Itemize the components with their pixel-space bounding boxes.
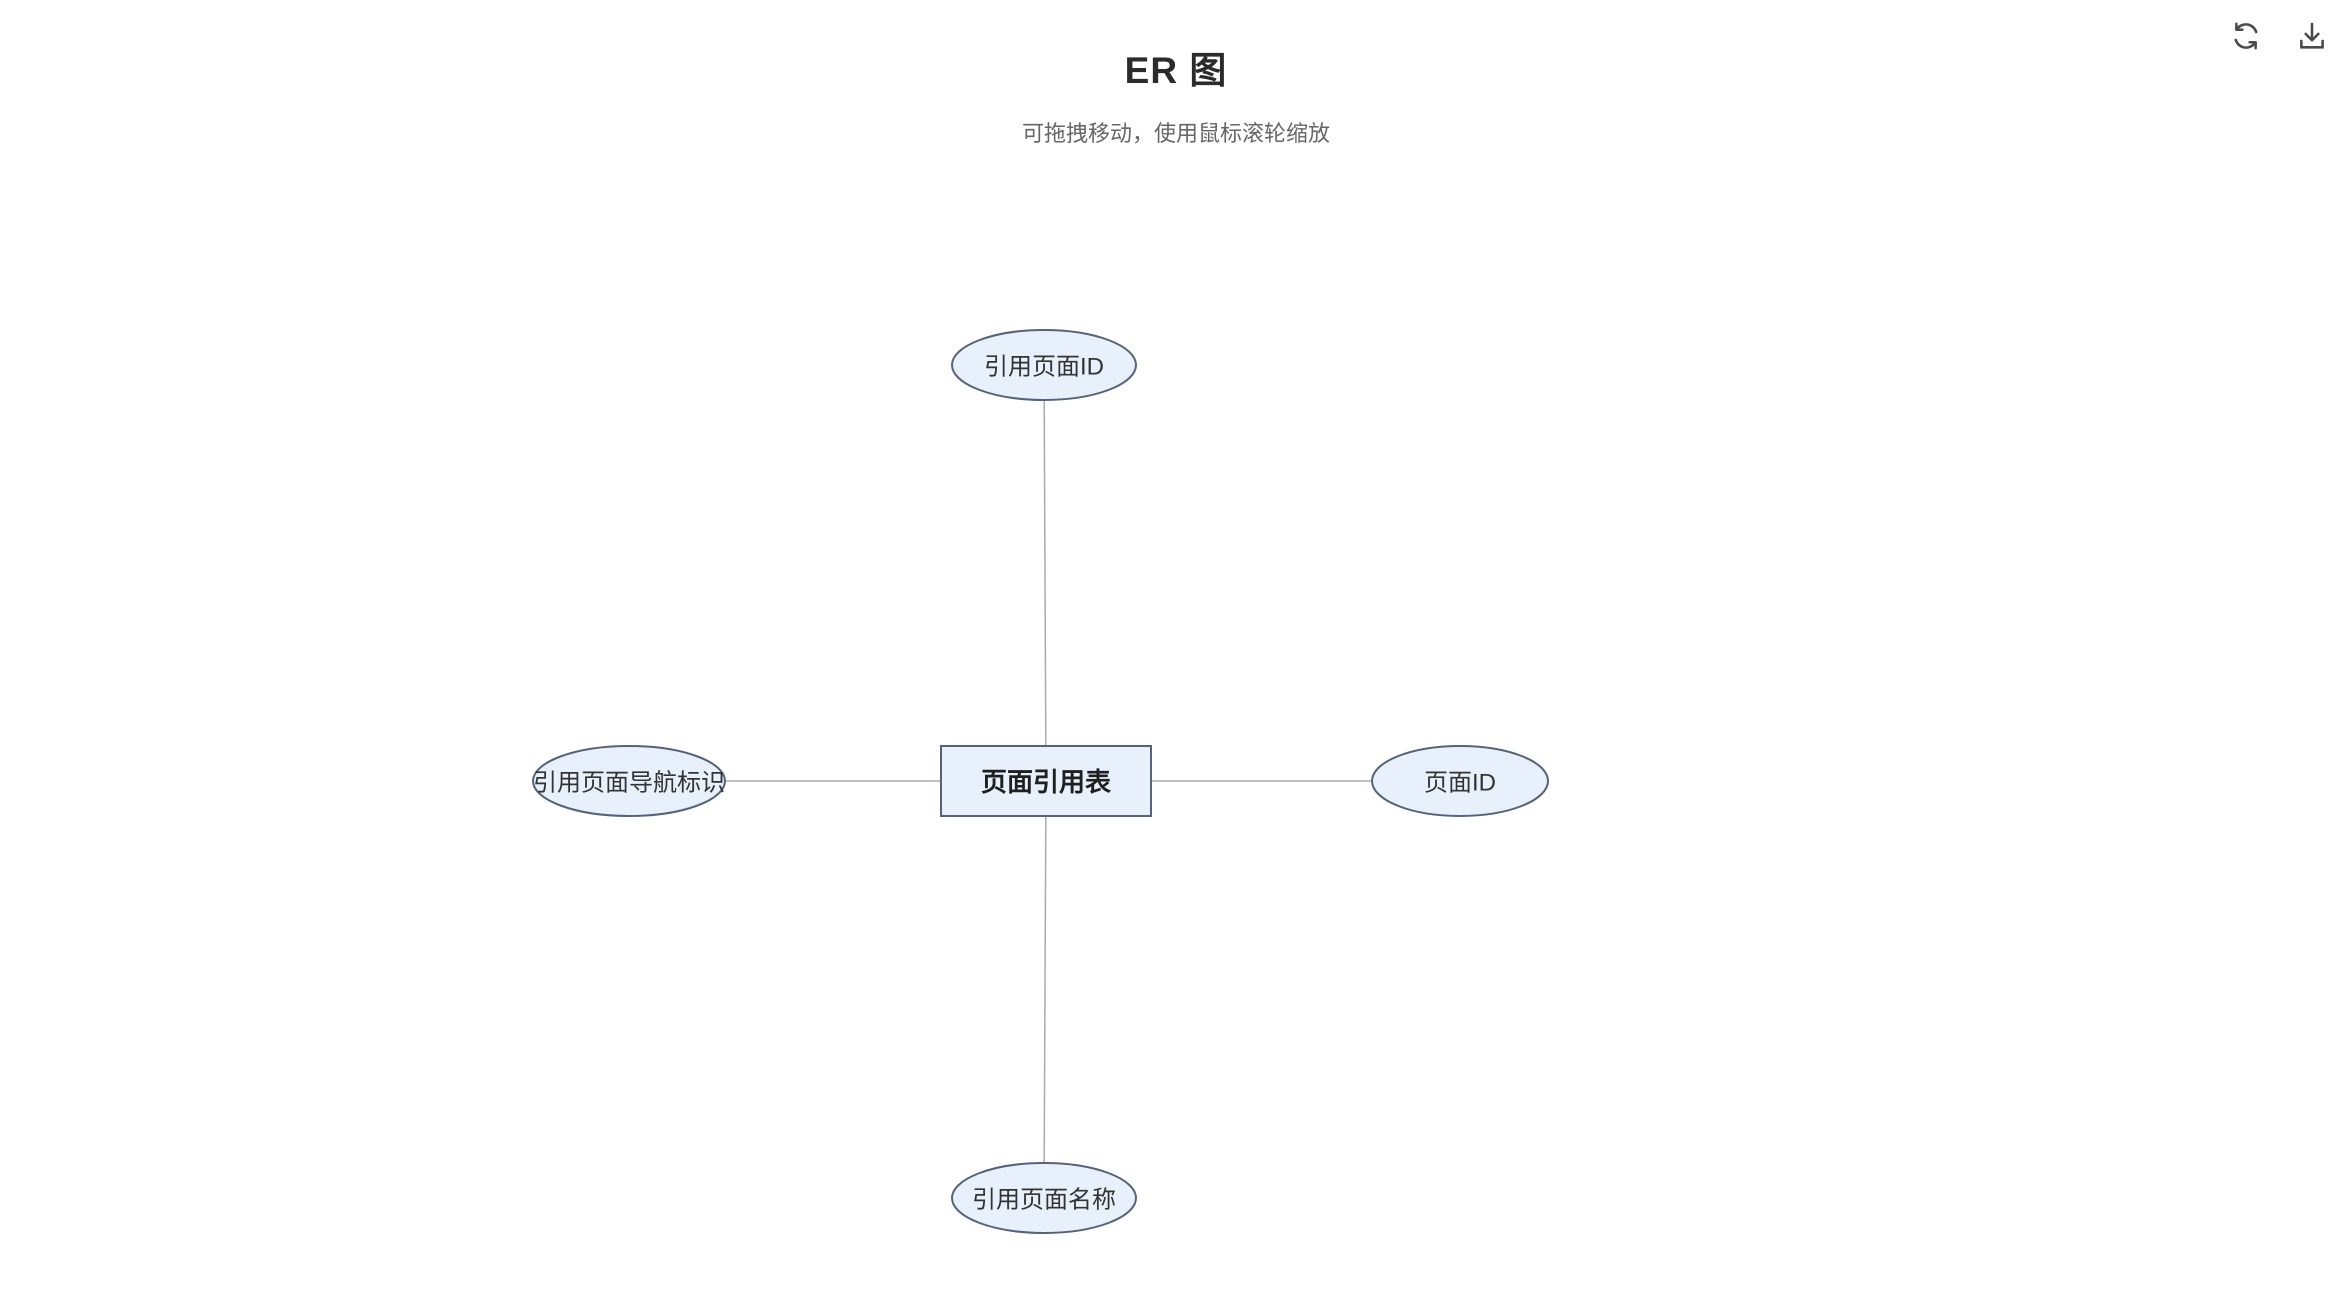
refresh-button[interactable] <box>2224 14 2268 58</box>
attribute-node-left[interactable]: 引用页面导航标识 <box>532 745 726 817</box>
attribute-node-right[interactable]: 页面ID <box>1371 745 1549 817</box>
attribute-node-top[interactable]: 引用页面ID <box>951 329 1137 401</box>
edge-entity-top <box>1043 364 1047 782</box>
attribute-ellipse <box>951 1162 1137 1234</box>
attribute-node-bottom[interactable]: 引用页面名称 <box>951 1162 1137 1234</box>
attribute-label: 页面ID <box>1424 769 1496 796</box>
entity-label: 页面引用表 <box>981 767 1112 797</box>
entity-node[interactable]: 页面引用表 <box>940 745 1152 817</box>
attribute-label: 引用页面导航标识 <box>533 769 725 796</box>
toolbar <box>2224 14 2334 58</box>
download-button[interactable] <box>2290 14 2334 58</box>
attribute-ellipse <box>1371 745 1549 817</box>
attribute-label: 引用页面ID <box>984 353 1104 380</box>
attribute-label: 引用页面名称 <box>972 1186 1116 1213</box>
entity-rect <box>940 745 1152 817</box>
refresh-icon <box>2234 22 2258 50</box>
download-icon <box>2300 22 2324 49</box>
edge-entity-bottom <box>1043 780 1047 1199</box>
attribute-ellipse <box>532 745 726 817</box>
attribute-ellipse <box>951 329 1137 401</box>
